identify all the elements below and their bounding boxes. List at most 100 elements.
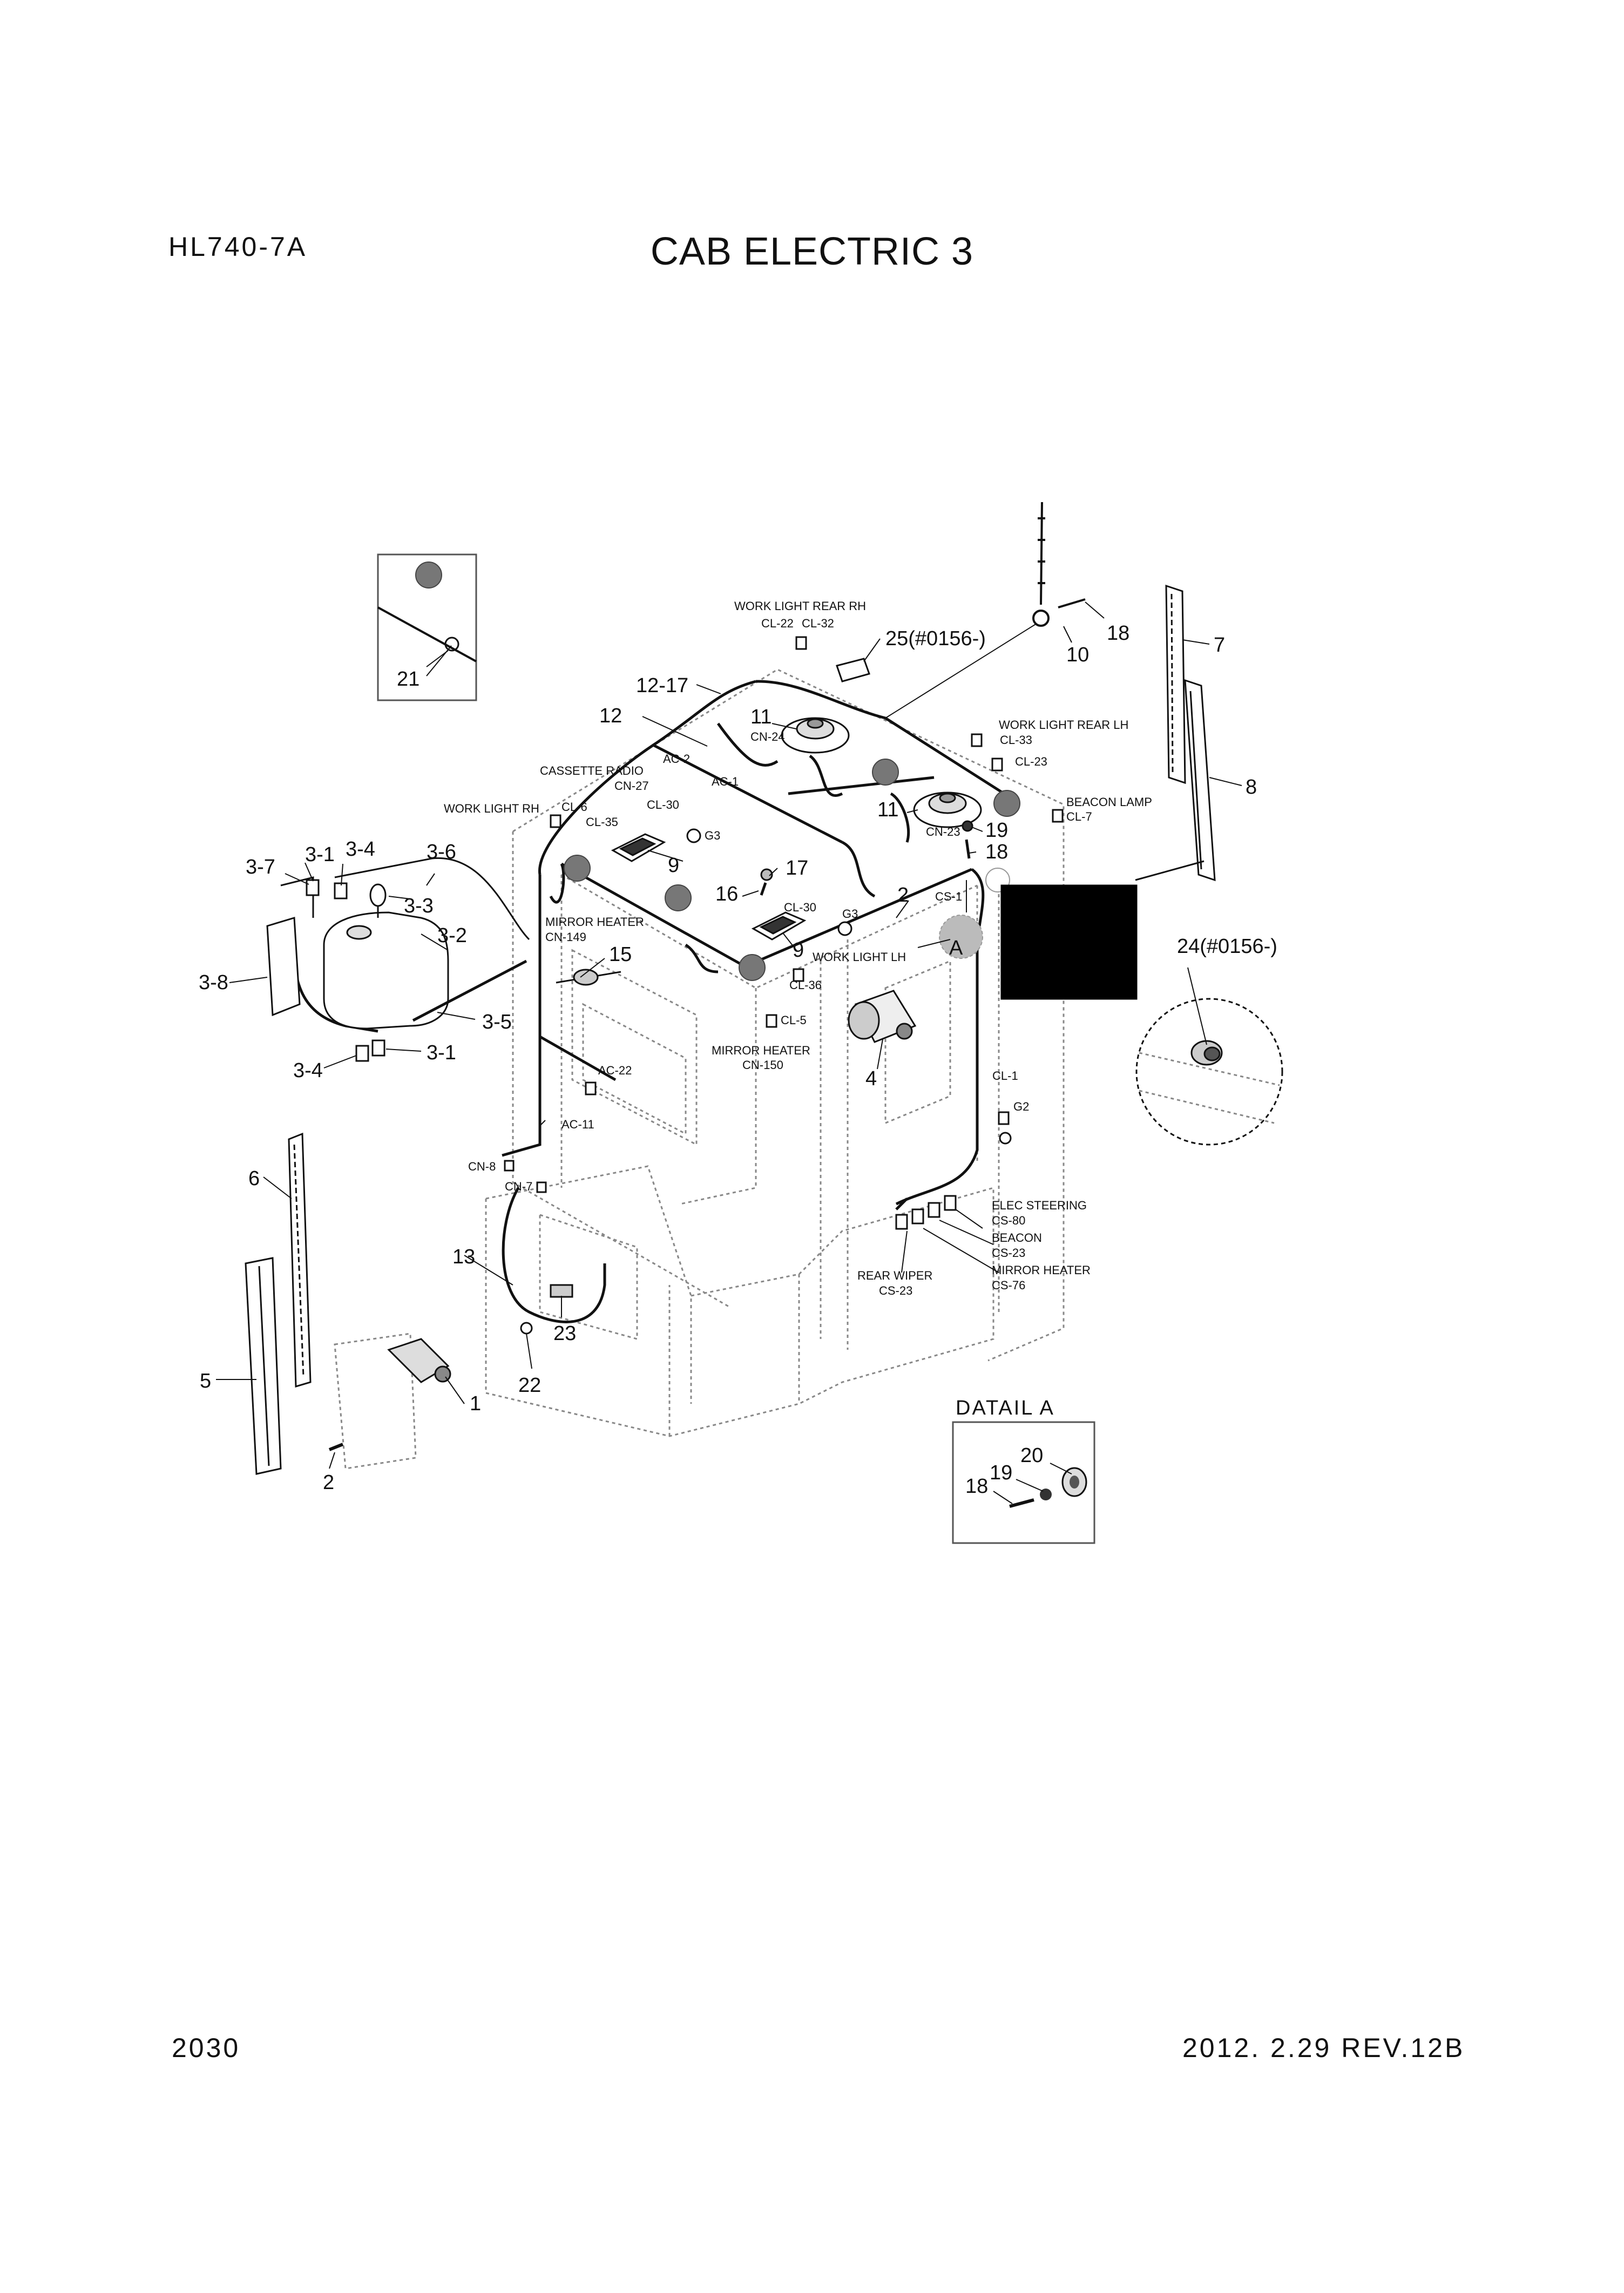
cs-connectors (895, 1195, 957, 1230)
switch-9-lower (751, 911, 807, 941)
motor-4 (848, 990, 917, 1043)
label-cn-7: CN-7 (505, 1180, 532, 1193)
wiring-harness (292, 680, 1005, 1323)
label-part-3-1-lower: 3-1 (427, 1041, 456, 1064)
label-part-5: 5 (200, 1370, 211, 1392)
label-part-3-8: 3-8 (199, 971, 228, 994)
label-cl-1: CL-1 (992, 1069, 1018, 1083)
label-cl-30-lower: CL-30 (784, 901, 816, 914)
connector-cl36 (793, 968, 804, 982)
cab-frame (334, 668, 1065, 1470)
label-part-18: 18 (1107, 622, 1129, 645)
label-part-20: 20 (1020, 1444, 1043, 1467)
label-part-8: 8 (1246, 776, 1257, 799)
wiper-arm-8 (1184, 679, 1216, 882)
label-part-19-mid: 19 (985, 819, 1008, 842)
label-part-9-upper: 9 (668, 854, 679, 877)
label-g2: G2 (1013, 1100, 1029, 1113)
wiper-arm-5 (245, 1257, 282, 1475)
label-cn-150: CN-150 (742, 1058, 783, 1072)
connector-cl7 (1052, 809, 1064, 823)
detail-a-box (952, 1421, 1095, 1544)
components (245, 584, 1283, 1475)
label-work-light-lh: WORK LIGHT LH (813, 950, 906, 964)
ground-g3b (837, 921, 852, 936)
washer-19-mid (962, 820, 973, 832)
wiper-6 (288, 1132, 312, 1388)
label-part-18-mid: 18 (985, 841, 1008, 863)
wiper-motor-1 (387, 1338, 451, 1383)
connector-cl5 (766, 1014, 777, 1028)
label-cs-1: CS-1 (935, 890, 962, 903)
label-part-24: 24(#0156-) (1177, 935, 1277, 958)
label-part-1: 1 (470, 1392, 481, 1415)
label-cn-27: CN-27 (614, 779, 649, 793)
bolt-18-mid (965, 839, 971, 859)
label-cs-23-beacon: CS-23 (992, 1246, 1025, 1260)
washer-hose-3-5 (412, 959, 527, 1022)
label-part-4: 4 (865, 1067, 877, 1090)
label-part-15: 15 (609, 943, 632, 966)
page-number: 2030 (172, 2033, 241, 2063)
label-work-light-rh: WORK LIGHT RH (444, 802, 539, 815)
label-part-3-4-lower: 3-4 (293, 1059, 323, 1082)
washer-tank-3-2 (323, 883, 449, 1030)
connector-cl33 (971, 733, 983, 747)
label-part-18-detail: 18 (965, 1475, 988, 1498)
label-part-22: 22 (518, 1374, 541, 1397)
label-cs-23-wiper: CS-23 (879, 1284, 912, 1297)
detail-24-circle (1135, 860, 1283, 1146)
label-part-6: 6 (248, 1167, 260, 1190)
connector-cl22 (795, 636, 807, 650)
label-cl-32: CL-32 (802, 617, 834, 630)
label-g3-upper: G3 (705, 829, 720, 842)
label-part-21: 21 (397, 668, 419, 691)
bolt-18-top (1058, 598, 1086, 608)
label-part-3-7: 3-7 (246, 856, 275, 878)
label-cl-22: CL-22 (761, 617, 794, 630)
label-part-10: 10 (1066, 644, 1089, 666)
label-mirror-heater-150: MIRROR HEATER (712, 1044, 810, 1057)
bolt-2-lower (328, 1443, 344, 1451)
label-cl-5: CL-5 (781, 1013, 807, 1027)
label-elec-steering: ELEC STEERING (992, 1199, 1087, 1212)
label-g3-lower: G3 (842, 907, 858, 921)
pump-3-1-upper (306, 879, 320, 896)
detail-21-box (377, 553, 477, 701)
label-cl-30-upper: CL-30 (647, 798, 679, 811)
bracket-25 (836, 658, 870, 682)
ground-g3a (686, 828, 701, 843)
revision-date: 2012. 2.29 REV.12B (1182, 2033, 1465, 2063)
label-cn-24: CN-24 (750, 730, 785, 743)
label-part-3-5: 3-5 (482, 1011, 512, 1033)
label-part-13: 13 (452, 1246, 475, 1268)
callout-markers (415, 562, 1020, 981)
label-ac-2: AC-2 (663, 752, 690, 766)
bracket-3-8 (266, 917, 301, 1017)
label-ac-11: AC-11 (561, 1118, 594, 1131)
label-cl-36: CL-36 (789, 978, 822, 992)
label-part-23: 23 (553, 1322, 576, 1345)
speaker-11-right (913, 792, 982, 828)
connector-cn7 (536, 1181, 547, 1193)
cover-block (1000, 884, 1138, 1000)
ground-g2 (999, 1132, 1012, 1145)
label-part-16: 16 (715, 883, 738, 905)
label-part-12-17: 12-17 (636, 674, 688, 697)
label-part-19-detail: 19 (990, 1462, 1012, 1484)
label-part-3-4-upper: 3-4 (346, 838, 375, 861)
connector-cl23 (991, 757, 1003, 772)
model-code: HL740-7A (168, 232, 308, 262)
label-part-7: 7 (1214, 634, 1225, 657)
label-part-3-6: 3-6 (427, 841, 456, 863)
label-part-3-1-upper: 3-1 (305, 843, 335, 866)
label-part-9-lower: 9 (793, 939, 804, 962)
label-ac-1: AC-1 (712, 775, 739, 788)
washer-hose-3-6 (334, 857, 530, 941)
label-part-25: 25(#0156-) (885, 627, 986, 650)
switch-9-upper (611, 833, 666, 862)
detail-a-heading: DATAIL A (956, 1397, 1055, 1419)
label-cl-23: CL-23 (1015, 755, 1047, 768)
part-number-labels: 21 25(#0156-) 10 18 7 8 12-17 12 11 11 1… (199, 622, 1277, 1498)
